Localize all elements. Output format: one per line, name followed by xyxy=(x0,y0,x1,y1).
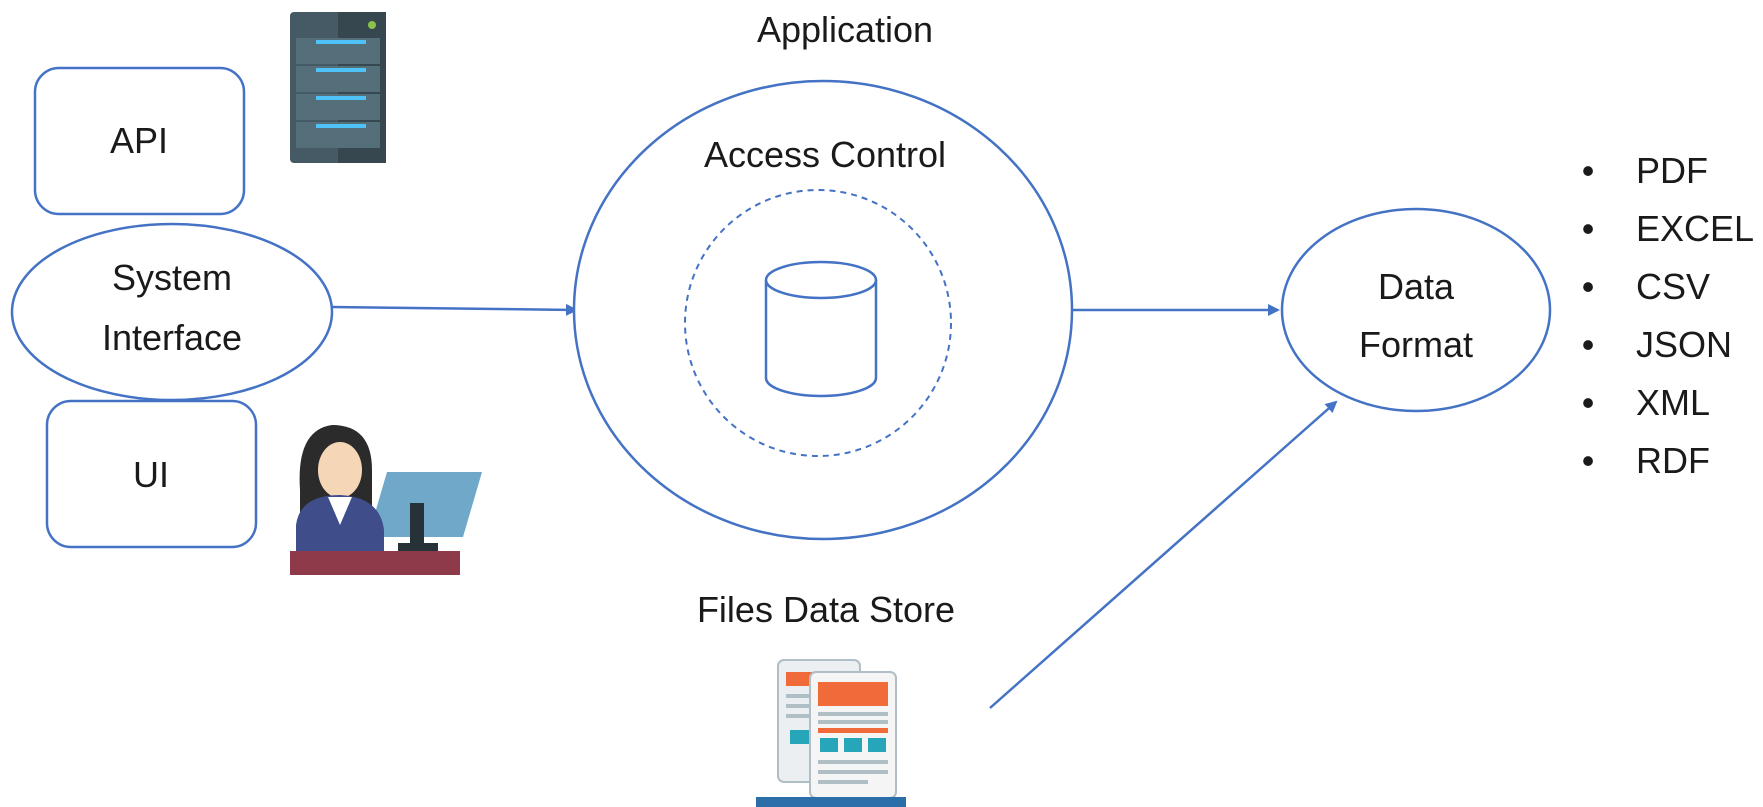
data-format-label-line2: Format xyxy=(1359,324,1473,365)
format-list-item: • EXCEL xyxy=(1582,208,1754,249)
data-format-label-line1: Data xyxy=(1378,266,1455,307)
svg-text:CSV: CSV xyxy=(1636,266,1710,307)
svg-text:JSON: JSON xyxy=(1636,324,1732,365)
server-icon xyxy=(290,12,386,163)
files-data-store-label: Files Data Store xyxy=(697,589,955,630)
svg-text:RDF: RDF xyxy=(1636,440,1710,481)
svg-text:•: • xyxy=(1582,150,1595,191)
application-title: Application xyxy=(757,9,933,50)
system-interface-label-line1: System xyxy=(112,257,232,298)
data-format-node: Data Format xyxy=(1280,207,1552,413)
ui-label: UI xyxy=(133,454,169,495)
format-list-item: • XML xyxy=(1582,382,1710,423)
ui-node: UI xyxy=(45,399,258,549)
format-list-item: • JSON xyxy=(1582,324,1732,365)
system-interface-label-line2: Interface xyxy=(102,317,242,358)
api-node: API xyxy=(33,66,246,216)
svg-text:•: • xyxy=(1582,324,1595,365)
svg-text:XML: XML xyxy=(1636,382,1710,423)
svg-text:EXCEL: EXCEL xyxy=(1636,208,1754,249)
access-control-label: Access Control xyxy=(704,134,946,175)
svg-text:•: • xyxy=(1582,440,1595,481)
format-list-item: • PDF xyxy=(1582,150,1708,191)
access-control-boundary xyxy=(684,189,952,457)
system-interface-node: System Interface xyxy=(10,222,334,402)
database-icon xyxy=(764,260,878,398)
arrow-system-to-application xyxy=(331,303,578,316)
api-label: API xyxy=(110,120,168,161)
person-at-computer-icon xyxy=(290,425,482,575)
svg-text:•: • xyxy=(1582,266,1595,307)
arrow-files-to-data-format xyxy=(989,400,1338,709)
application-node: Access Control xyxy=(572,79,1074,541)
format-list-item: • CSV xyxy=(1582,266,1710,307)
documents-icon xyxy=(756,659,906,807)
format-list: • PDF • EXCEL • CSV • JSON • XML • RDF xyxy=(1582,150,1754,481)
svg-text:•: • xyxy=(1582,208,1595,249)
svg-text:•: • xyxy=(1582,382,1595,423)
format-list-item: • RDF xyxy=(1582,440,1710,481)
svg-text:PDF: PDF xyxy=(1636,150,1708,191)
